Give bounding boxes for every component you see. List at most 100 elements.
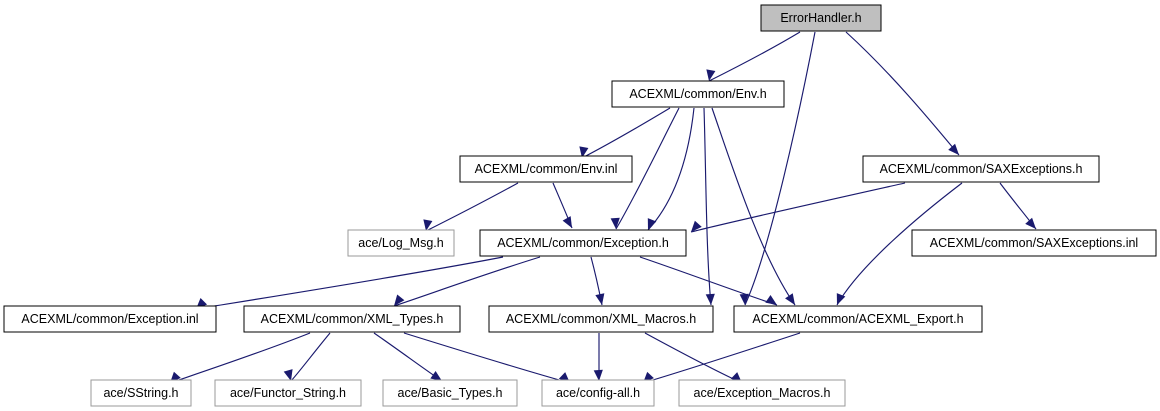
node-label: ACEXML/common/Exception.inl (21, 312, 198, 326)
graph-node-xml_types[interactable]: ACEXML/common/XML_Types.h (243, 305, 461, 333)
edge-line (744, 31, 816, 306)
edge-arrowhead (423, 219, 433, 231)
graph-edge-acexml_export-to-config_all (642, 332, 801, 384)
node-label: ErrorHandler.h (780, 11, 861, 25)
graph-node-env_inl[interactable]: ACEXML/common/Env.inl (459, 155, 633, 183)
node-label: ACEXML/common/Env.h (629, 87, 766, 101)
node-box[interactable] (90, 379, 192, 407)
graph-edge-xml_types-to-basic_types (373, 332, 443, 382)
node-label: ace/SString.h (103, 386, 178, 400)
edge-arrowhead (394, 294, 405, 306)
edge-line (581, 107, 671, 159)
node-box[interactable] (488, 305, 714, 333)
graph-edge-exception_h-to-xml_types (393, 256, 541, 307)
edge-arrowhead (705, 293, 715, 305)
graph-edge-xml_macros-to-config_all (593, 333, 603, 381)
edge-line (169, 332, 311, 384)
node-box[interactable] (382, 379, 518, 407)
node-label: ACEXML/common/SAXExceptions.inl (930, 236, 1138, 250)
graph-edge-env_h-to-exception_h (610, 107, 680, 230)
node-box[interactable] (243, 305, 461, 333)
node-box[interactable] (541, 379, 655, 407)
graph-node-errorhandler[interactable]: ErrorHandler.h (760, 4, 882, 32)
node-label: ACEXML/common/XML_Macros.h (506, 312, 696, 326)
node-box[interactable] (760, 4, 882, 32)
graph-node-exception_macros[interactable]: ace/Exception_Macros.h (678, 379, 846, 407)
node-label: ACEXML/common/SAXExceptions.h (880, 162, 1083, 176)
edge-line (393, 256, 541, 307)
edge-arrowhead (562, 216, 572, 228)
edge-arrowhead (836, 293, 846, 305)
node-label: ace/Basic_Types.h (398, 386, 503, 400)
edge-arrowhead (430, 370, 442, 381)
graph-node-saxexceptions_h[interactable]: ACEXML/common/SAXExceptions.h (862, 155, 1100, 183)
edge-line (290, 332, 331, 382)
graph-edge-env_h-to-acexml_export (703, 107, 715, 306)
node-label: ACEXML/common/Env.inl (475, 162, 618, 176)
graph-edge-env_h-to-env_inl (579, 107, 671, 159)
edge-line (703, 107, 712, 306)
edge-line (425, 182, 519, 232)
edge-arrowhead (948, 143, 959, 155)
graph-node-log_msg[interactable]: ace/Log_Msg.h (347, 229, 455, 257)
node-label: ACEXML/common/Exception.h (497, 236, 669, 250)
edge-line (711, 107, 796, 306)
edge-arrowhead (691, 220, 702, 232)
edge-line (708, 31, 801, 82)
edge-line (615, 107, 680, 230)
graph-node-acexml_export[interactable]: ACEXML/common/ACEXML_Export.h (733, 305, 983, 333)
edge-arrowhead (593, 369, 603, 381)
node-box[interactable] (3, 305, 217, 333)
graph-edge-saxexceptions_h-to-exception_h (690, 182, 906, 233)
graph-edge-saxexceptions_h-to-saxexceptions_inl (999, 182, 1037, 230)
graph-node-exception_inl[interactable]: ACEXML/common/Exception.inl (3, 305, 217, 333)
edge-line (403, 332, 571, 384)
edge-arrowhead (1025, 217, 1036, 229)
graph-edge-env_h-to-acexml_export (711, 107, 796, 306)
graph-edge-env_h-to-exception_h (647, 107, 695, 231)
graph-edge-xml_types-to-functor_string (283, 332, 331, 382)
graph-node-saxexceptions_inl[interactable]: ACEXML/common/SAXExceptions.inl (911, 229, 1157, 257)
edge-arrowhead (595, 293, 605, 305)
node-box[interactable] (347, 229, 455, 257)
edge-arrowhead (765, 295, 777, 305)
node-label: ace/Log_Msg.h (358, 236, 444, 250)
graph-edge-exception_h-to-exception_inl (195, 256, 504, 310)
graph-node-sstring[interactable]: ace/SString.h (90, 379, 192, 407)
graph-edge-saxexceptions_h-to-acexml_export (836, 182, 963, 306)
node-label: ace/Exception_Macros.h (694, 386, 831, 400)
node-label: ACEXML/common/XML_Types.h (261, 312, 444, 326)
node-box[interactable] (862, 155, 1100, 183)
graph-node-basic_types[interactable]: ace/Basic_Types.h (382, 379, 518, 407)
node-box[interactable] (911, 229, 1157, 257)
graph-node-xml_macros[interactable]: ACEXML/common/XML_Macros.h (488, 305, 714, 333)
graph-node-functor_string[interactable]: ace/Functor_String.h (214, 379, 362, 407)
edge-arrowhead (610, 217, 620, 229)
edges-layer (169, 31, 1037, 384)
edge-line (647, 107, 695, 231)
node-box[interactable] (459, 155, 633, 183)
graph-edge-errorhandler-to-env_h (706, 31, 801, 82)
graph-edge-env_inl-to-log_msg (423, 182, 519, 232)
edge-line (373, 332, 443, 382)
edge-line (642, 332, 801, 384)
node-box[interactable] (479, 229, 687, 257)
edge-arrowhead (579, 146, 589, 158)
graph-node-env_h[interactable]: ACEXML/common/Env.h (611, 80, 785, 108)
edge-arrowhead (739, 293, 749, 305)
node-box[interactable] (733, 305, 983, 333)
edge-line (644, 332, 743, 384)
graph-edge-xml_types-to-config_all (403, 332, 571, 384)
edge-arrowhead (283, 369, 293, 381)
graph-edge-env_inl-to-exception_h (552, 182, 573, 229)
graph-edge-errorhandler-to-acexml_export (739, 31, 816, 306)
graph-node-exception_h[interactable]: ACEXML/common/Exception.h (479, 229, 687, 257)
edge-arrowhead (785, 293, 795, 305)
node-box[interactable] (678, 379, 846, 407)
graph-node-config_all[interactable]: ace/config-all.h (541, 379, 655, 407)
edge-line (195, 256, 504, 310)
node-box[interactable] (214, 379, 362, 407)
node-box[interactable] (611, 80, 785, 108)
